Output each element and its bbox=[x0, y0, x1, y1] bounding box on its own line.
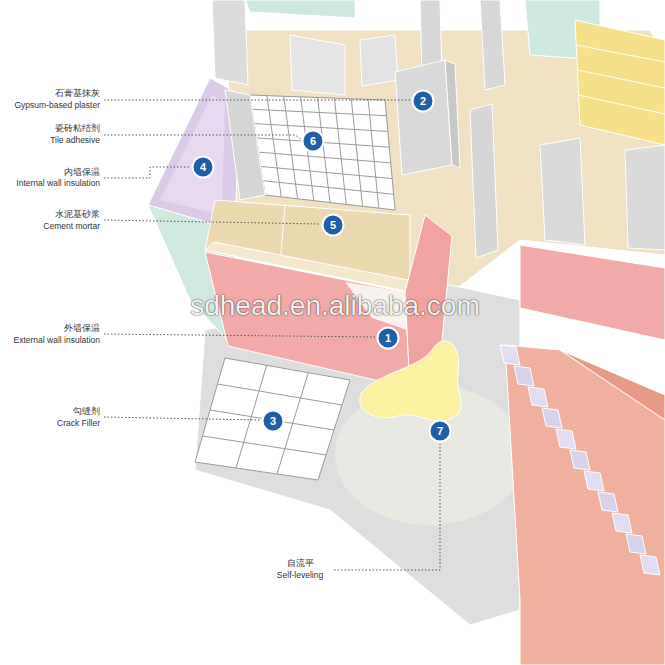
label-english: Cement mortar bbox=[4, 221, 100, 232]
wall bbox=[212, 0, 248, 85]
stair-step bbox=[612, 513, 632, 533]
stair-step bbox=[598, 492, 618, 512]
callout-circle: 5 bbox=[321, 213, 345, 237]
upper-stairs bbox=[575, 20, 665, 145]
grid-line bbox=[218, 384, 343, 405]
stair-step bbox=[640, 555, 660, 575]
callout-number: 6 bbox=[301, 130, 325, 152]
grid-line bbox=[203, 436, 327, 455]
label-chinese: 内墙保温 bbox=[4, 166, 100, 178]
gypsum-wall bbox=[395, 60, 452, 175]
stair-step bbox=[576, 45, 665, 62]
callout-circle: 6 bbox=[301, 129, 325, 153]
grid-line bbox=[263, 181, 394, 195]
stair-step bbox=[578, 95, 665, 114]
callout-number: 3 bbox=[261, 410, 285, 432]
grid-line bbox=[254, 124, 388, 132]
label-chinese: 石膏基抹灰 bbox=[4, 87, 100, 99]
callout-circle: 7 bbox=[428, 419, 452, 443]
leader-line bbox=[104, 417, 260, 420]
stair-step bbox=[626, 534, 646, 554]
label-english: Internal wall insulation bbox=[4, 178, 100, 189]
leader-line bbox=[334, 444, 440, 570]
leader-line bbox=[104, 100, 410, 101]
window bbox=[245, 0, 355, 18]
label-chinese: 水泥基砂浆 bbox=[4, 208, 100, 220]
stair-step bbox=[500, 345, 520, 365]
wall bbox=[290, 35, 345, 95]
tile-grid bbox=[252, 96, 393, 209]
callout-circle: 4 bbox=[191, 155, 215, 179]
wall bbox=[360, 35, 398, 86]
callout-number: 2 bbox=[411, 90, 435, 112]
self-leveling-pour bbox=[360, 341, 461, 421]
callout-circle: 3 bbox=[261, 409, 285, 433]
gypsum-wall-edge bbox=[445, 60, 460, 168]
callout-number: 1 bbox=[376, 327, 400, 349]
callout-number: 4 bbox=[191, 156, 215, 178]
label-chinese: 自流平 bbox=[240, 557, 360, 569]
label-english: Crack Filler bbox=[4, 418, 100, 429]
tile-wall bbox=[250, 95, 395, 210]
leader-line bbox=[104, 334, 375, 337]
label-english: Tile adhesive bbox=[4, 135, 100, 146]
stair-step bbox=[528, 387, 548, 407]
leader-line bbox=[104, 135, 301, 139]
grid-line bbox=[252, 109, 386, 115]
callout-number: 7 bbox=[428, 420, 452, 442]
label-chinese: 外墙保温 bbox=[4, 322, 100, 334]
wall bbox=[470, 104, 498, 258]
stair-step bbox=[556, 429, 576, 449]
leader-line bbox=[104, 220, 320, 224]
stair-step bbox=[570, 450, 590, 470]
staircase bbox=[505, 345, 665, 665]
wall bbox=[480, 0, 505, 90]
floor-tiles bbox=[195, 358, 350, 480]
label-chinese: 瓷砖粘结剂 bbox=[4, 122, 100, 134]
stair-step bbox=[577, 70, 665, 88]
stair-steps bbox=[500, 345, 660, 575]
staircase-side bbox=[560, 350, 665, 420]
label-english: Gypsum-based plaster bbox=[4, 100, 100, 111]
stair-step bbox=[542, 408, 562, 428]
wall bbox=[540, 138, 585, 245]
callout-circle: 1 bbox=[376, 326, 400, 350]
leader-line bbox=[104, 167, 190, 178]
grid-line bbox=[261, 166, 392, 178]
stair-step bbox=[514, 366, 534, 386]
glass-highlight bbox=[160, 95, 225, 215]
pink-wall bbox=[520, 245, 665, 340]
label-english: Self-leveling bbox=[240, 570, 360, 581]
grid-line bbox=[259, 152, 391, 163]
stair-step bbox=[584, 471, 604, 491]
callout-circle: 2 bbox=[411, 89, 435, 113]
wall bbox=[225, 90, 265, 200]
label-english: External wall insulation bbox=[4, 335, 100, 346]
callout-number: 5 bbox=[321, 214, 345, 236]
watermark: sdhead.en.alibaba.com bbox=[120, 288, 550, 324]
label-chinese: 勾缝剂 bbox=[4, 405, 100, 417]
wall bbox=[625, 145, 665, 250]
